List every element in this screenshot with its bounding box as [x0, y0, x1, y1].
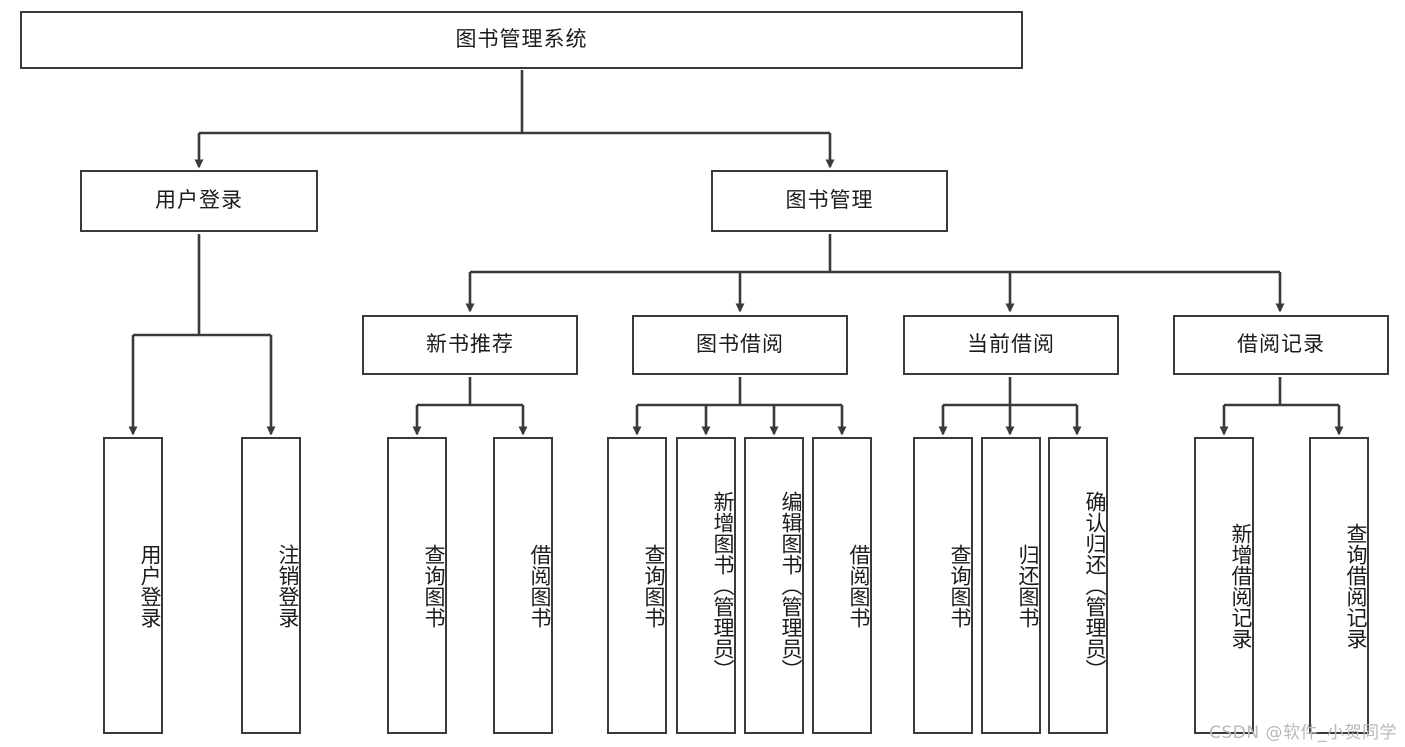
edges-bookborrow-to-leaves	[632, 377, 847, 436]
node-leaf-borrow-book-1-label: 借阅图书	[528, 543, 552, 628]
edges-bookmanage-to-level3	[465, 234, 1285, 313]
node-leaf-return-book-label: 归还图书	[1016, 543, 1040, 628]
node-current-borrow[interactable]: 当前借阅	[903, 315, 1119, 375]
node-leaf-query-record-label: 查询借阅记录	[1344, 522, 1368, 649]
node-leaf-confirm-return[interactable]: 确认归还（管理员）	[1048, 437, 1108, 734]
node-leaf-edit-book[interactable]: 编辑图书（管理员）	[744, 437, 804, 734]
node-leaf-user-login[interactable]: 用户登录	[103, 437, 163, 734]
node-leaf-query-book-2-label: 查询图书	[642, 543, 666, 628]
edges-currentborrow-to-leaves	[938, 377, 1082, 436]
node-borrow-record[interactable]: 借阅记录	[1173, 315, 1389, 375]
csdn-watermark: CSDN @软件_小贺同学	[1209, 723, 1397, 743]
node-leaf-add-book-label: 新增图书（管理员）	[711, 491, 735, 680]
node-leaf-confirm-return-label: 确认归还（管理员）	[1083, 491, 1107, 680]
node-new-book-recommend-label: 新书推荐	[426, 332, 514, 357]
node-leaf-return-book[interactable]: 归还图书	[981, 437, 1041, 734]
edges-newbook-to-leaves	[412, 377, 528, 436]
node-leaf-query-book-3-label: 查询图书	[948, 543, 972, 628]
node-leaf-edit-book-label: 编辑图书（管理员）	[779, 491, 803, 680]
node-book-manage-label: 图书管理	[785, 188, 874, 213]
node-user-login-label: 用户登录	[155, 188, 243, 213]
node-leaf-query-book-2[interactable]: 查询图书	[607, 437, 667, 734]
node-leaf-logout-label: 注销登录	[276, 543, 300, 628]
node-book-borrow-label: 图书借阅	[696, 332, 784, 357]
node-leaf-query-book-3[interactable]: 查询图书	[913, 437, 973, 734]
node-book-manage[interactable]: 图书管理	[711, 170, 948, 232]
node-leaf-query-book-1[interactable]: 查询图书	[387, 437, 447, 734]
node-leaf-logout[interactable]: 注销登录	[241, 437, 301, 734]
node-borrow-record-label: 借阅记录	[1237, 332, 1325, 357]
node-new-book-recommend[interactable]: 新书推荐	[362, 315, 578, 375]
node-leaf-borrow-book-2-label: 借阅图书	[847, 543, 871, 628]
node-leaf-add-book[interactable]: 新增图书（管理员）	[676, 437, 736, 734]
node-leaf-add-record-label: 新增借阅记录	[1229, 522, 1253, 649]
node-user-login[interactable]: 用户登录	[80, 170, 318, 232]
edges-root-to-level2	[194, 70, 835, 169]
node-leaf-query-record[interactable]: 查询借阅记录	[1309, 437, 1369, 734]
node-book-borrow[interactable]: 图书借阅	[632, 315, 848, 375]
edges-userlogin-to-leaves	[128, 234, 276, 436]
node-current-borrow-label: 当前借阅	[967, 332, 1055, 357]
node-leaf-add-record[interactable]: 新增借阅记录	[1194, 437, 1254, 734]
node-leaf-borrow-book-2[interactable]: 借阅图书	[812, 437, 872, 734]
node-leaf-query-book-1-label: 查询图书	[422, 543, 446, 628]
node-leaf-user-login-label: 用户登录	[138, 543, 162, 628]
node-root-label: 图书管理系统	[455, 27, 588, 52]
node-root-system[interactable]: 图书管理系统	[20, 11, 1023, 69]
node-leaf-borrow-book-1[interactable]: 借阅图书	[493, 437, 553, 734]
edges-borrowrecord-to-leaves	[1219, 377, 1344, 436]
